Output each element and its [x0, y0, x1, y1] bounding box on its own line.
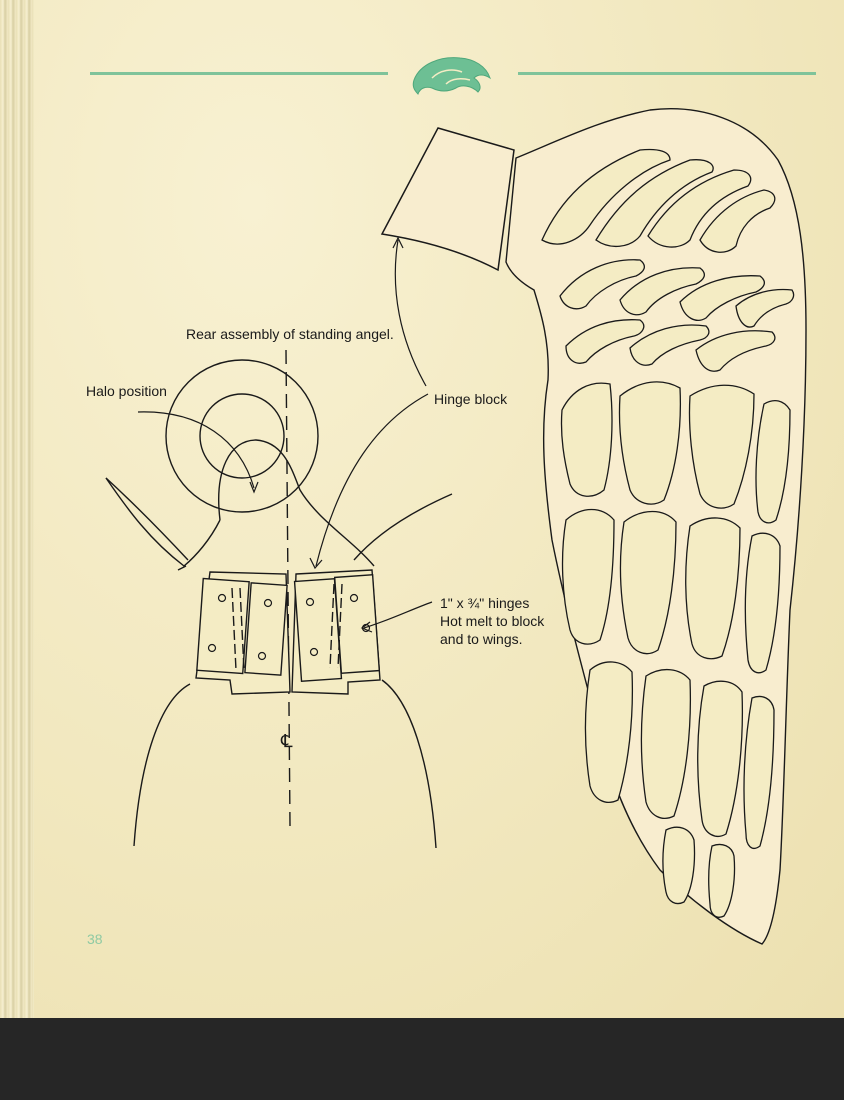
acanthus-leaf-icon	[412, 57, 491, 95]
header-rule-left	[90, 72, 388, 75]
page-edges	[0, 0, 34, 1018]
halo-outer-circle	[165, 359, 319, 513]
hinge-assembly	[195, 569, 381, 695]
header-rule-right	[518, 72, 816, 75]
halo-inner-circle	[199, 393, 285, 479]
hinge-block-label: Hinge block	[434, 391, 508, 407]
hinges-note-line-2: Hot melt to block	[440, 613, 545, 629]
halo-position-label: Halo position	[86, 383, 167, 399]
hinges-note-line-1: 1" x ¾" hinges	[440, 595, 530, 611]
page-number: 38	[87, 931, 103, 947]
angel-rear-assembly	[105, 349, 453, 849]
hinge-block-shape	[380, 127, 515, 272]
hinges-note-line-3: and to wings.	[440, 631, 523, 647]
wing-cutouts	[541, 148, 795, 918]
hinges-note: 1" x ¾" hinges Hot melt to block and to …	[440, 594, 544, 648]
centerline	[285, 349, 291, 827]
leader-arrows	[137, 236, 433, 633]
centerline-symbol: ℄	[281, 731, 293, 751]
drawing-title: Rear assembly of standing angel.	[186, 326, 394, 342]
pattern-drawing	[105, 57, 807, 945]
hinge-screw-holes	[207, 593, 371, 661]
scan-background	[0, 1018, 844, 1100]
